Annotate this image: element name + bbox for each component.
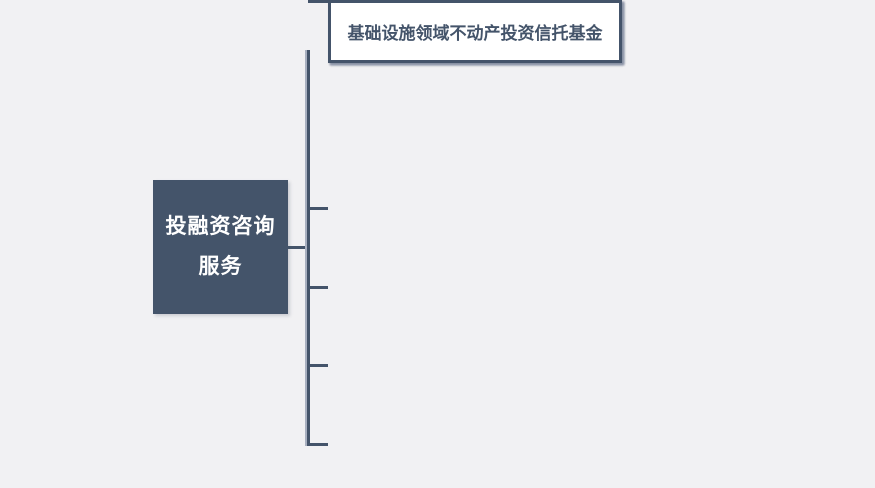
connector-branch-stub-2 <box>308 286 328 289</box>
root-label-line-2: 服务 <box>198 255 243 278</box>
connector-branch-stub-6 <box>308 0 328 3</box>
connector-branch-stub-4 <box>308 443 328 446</box>
branch-node-infrastructure-reits: 基础设施领域不动产投资信托基金 <box>328 0 622 63</box>
branch-label: 基础设施领域不动产投资信托基金 <box>347 24 603 43</box>
connector-root-stub <box>288 246 308 249</box>
connector-branch-stub-3 <box>308 364 328 367</box>
root-node: 投融资咨询 服务 <box>153 180 288 314</box>
root-label-line-1: 投融资咨询 <box>165 215 276 238</box>
connector-branch-stub-1 <box>308 207 328 210</box>
connector-trunk <box>305 50 310 446</box>
